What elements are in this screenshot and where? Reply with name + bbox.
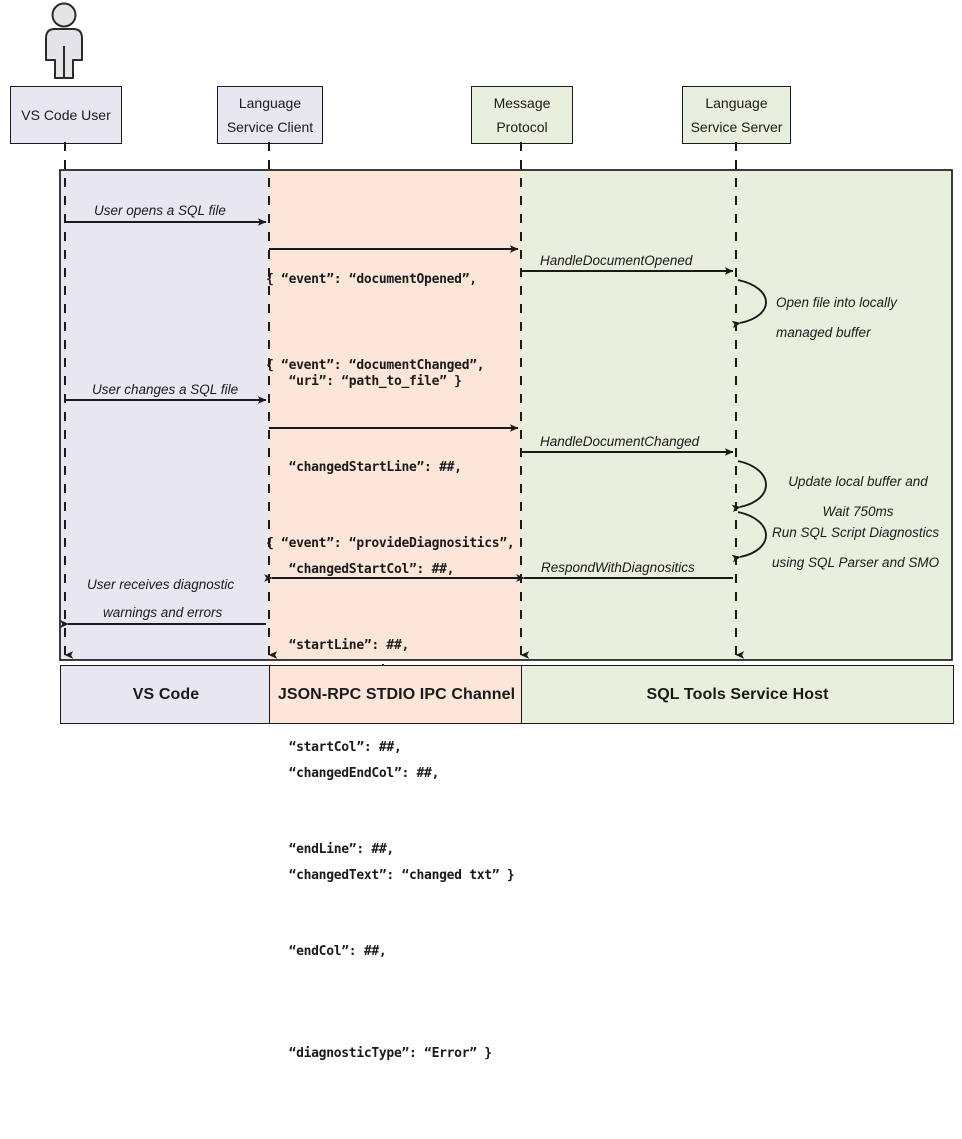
lifeline-head-vscode-user[interactable]: VS Code User <box>10 86 122 144</box>
message-label-user-receives-line1: User receives diagnostic <box>87 577 235 592</box>
self-note-line1: Open file into locally <box>776 295 897 310</box>
footer-label: VS Code <box>132 685 200 703</box>
footer-label: JSON-RPC STDIO IPC Channel <box>277 685 516 703</box>
message-label-user-opens: User opens a SQL file <box>94 203 226 218</box>
payload-line: “endCol”: ##, <box>266 944 387 959</box>
payload-line: { “event”: “documentOpened”, <box>266 272 477 287</box>
self-note-line1: Run SQL Script Diagnostics <box>772 525 940 540</box>
lifeline-head-message-protocol[interactable]: Message Protocol <box>471 86 573 144</box>
self-note-line1: Update local buffer and <box>788 474 928 489</box>
footer-label: SQL Tools Service Host <box>646 685 829 703</box>
lifeline-label-line2: Protocol <box>496 119 548 135</box>
self-note-line2: using SQL Parser and SMO <box>772 555 940 570</box>
payload-line: { “event”: “provideDiagnositics”, <box>266 536 515 551</box>
payload-line: “changedStartCol”: ##, <box>266 562 455 577</box>
payload-line: “changedStartLine”: ##, <box>266 460 462 475</box>
payload-line: “startCol”: ##, <box>266 740 402 755</box>
self-note-line2: Wait 750ms <box>822 504 894 519</box>
footer-vs-code[interactable]: VS Code <box>60 665 272 724</box>
payload-line: “startLine”: ##, <box>266 638 410 653</box>
self-note-line2: managed buffer <box>776 325 871 340</box>
self-note-open-file: Open file into locally managed buffer <box>776 288 897 348</box>
payload-line: { “event”: “documentChanged”, <box>266 358 485 373</box>
diagram-strokes <box>59 142 953 661</box>
sequence-diagram-canvas: VS Code User Language Service Client Mes… <box>10 2 954 1061</box>
payload-line: “diagnosticType”: “Error” } <box>266 1046 493 1061</box>
payload-document-opened: { “event”: “documentOpened”, “uri”: “pat… <box>266 195 477 467</box>
lifeline-label-line2: Service Client <box>226 119 314 135</box>
payload-line: “uri”: “path_to_file” } <box>266 374 462 389</box>
lifeline-head-language-service-client[interactable]: Language Service Client <box>217 86 323 144</box>
lifeline-label-line1: VS Code User <box>21 106 111 123</box>
lifeline-label-line2: Service Server <box>690 119 783 135</box>
band-vscode <box>60 170 269 660</box>
lifeline-label-line1: Message <box>493 94 551 111</box>
message-label-user-receives-line2: warnings and errors <box>103 605 223 620</box>
footer-sql-tools-service-host[interactable]: SQL Tools Service Host <box>521 665 954 724</box>
payload-provide-diagnostics: { “event”: “provideDiagnositics”, “start… <box>266 459 515 1139</box>
message-label-handle-document-changed: HandleDocumentChanged <box>540 434 700 449</box>
self-note-run-diagnostics: Run SQL Script Diagnostics using SQL Par… <box>772 518 939 578</box>
footer-json-rpc-stdio-ipc-channel[interactable]: JSON-RPC STDIO IPC Channel <box>269 665 524 724</box>
self-note-update-buffer: Update local buffer and Wait 750ms <box>776 467 940 527</box>
payload-line: “endLine”: ##, <box>266 842 395 857</box>
actor-stick-figure <box>32 2 96 80</box>
lifeline-label-line1: Language <box>238 94 302 111</box>
message-label-respond-with-diagnostics: RespondWithDiagnositics <box>541 560 695 575</box>
message-label-handle-document-opened: HandleDocumentOpened <box>540 253 693 268</box>
lifeline-label-line1: Language <box>705 94 768 111</box>
message-label-user-changes: User changes a SQL file <box>92 382 239 397</box>
